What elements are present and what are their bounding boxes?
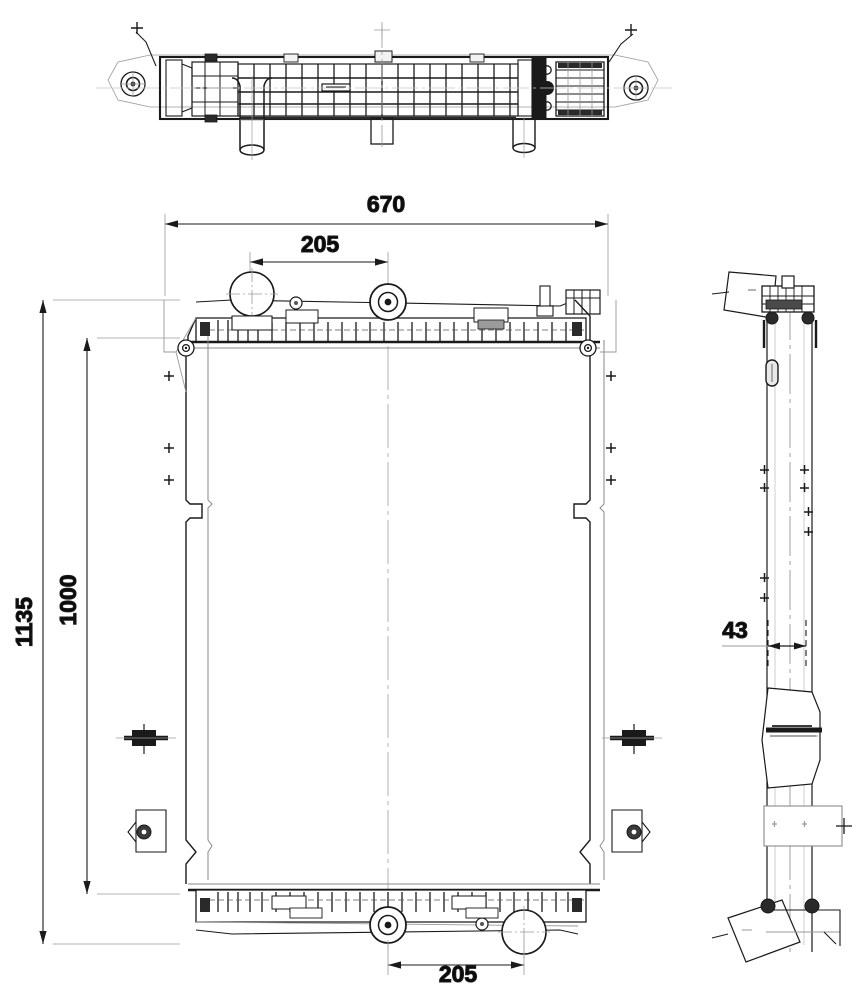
dimension-1135-label: 1135 <box>11 597 37 647</box>
front-view-left-rail <box>116 300 213 884</box>
dimension-1000-label: 1000 <box>55 574 81 625</box>
dimension-43-label: 43 <box>722 617 748 643</box>
top-view-leader-lines <box>131 22 637 67</box>
front-view-outlet-fitting <box>369 283 407 321</box>
side-view-slot <box>765 359 779 387</box>
dimension-43: 43 <box>722 616 807 668</box>
top-view-inlet-neck <box>231 76 273 160</box>
front-view-right-tower <box>536 285 601 317</box>
front-view-bottom-tank <box>188 322 600 958</box>
front-view-left-bottom-bracket <box>127 809 167 853</box>
dimension-670-label: 670 <box>367 191 405 217</box>
dimension-205-bottom: 205 <box>387 940 525 988</box>
front-view-right-bottom-bracket <box>611 809 651 853</box>
side-view-mid-boss <box>761 687 822 789</box>
dimension-1135: 1135 <box>10 299 180 945</box>
front-view-tank-label-plate <box>285 309 319 324</box>
side-view: 43 <box>711 271 852 963</box>
side-view-bottom-bracket <box>711 898 841 963</box>
front-view-left-mount-pin <box>116 724 176 754</box>
front-view-bottom-plate-right <box>451 895 487 910</box>
front-view-right-rail <box>573 299 662 884</box>
top-view <box>96 22 672 160</box>
front-view-filler-cap <box>226 268 278 331</box>
front-view <box>116 268 662 958</box>
top-view-filler-tube <box>370 22 394 148</box>
side-view-lower-plate <box>763 805 852 847</box>
front-view-left-rivets <box>164 371 174 485</box>
top-view-outlet-neck <box>512 116 536 158</box>
side-view-top-bracket <box>711 271 818 348</box>
front-view-top-tank <box>188 268 601 349</box>
dimension-670: 670 <box>164 190 609 296</box>
front-view-right-mount-pin <box>602 724 662 754</box>
side-view-rivets <box>760 465 813 602</box>
front-view-right-rivets <box>606 371 616 485</box>
front-view-bottom-plate-left <box>271 895 307 910</box>
front-view-bottom-fitting <box>369 906 407 944</box>
dimension-1000: 1000 <box>54 337 180 895</box>
top-left-mount-eye <box>120 71 146 97</box>
front-view-small-boss <box>289 296 303 310</box>
top-view-flange-outline <box>107 54 659 108</box>
dimension-205-top-label: 205 <box>301 231 340 257</box>
dimension-205-bottom-label: 205 <box>439 961 478 987</box>
